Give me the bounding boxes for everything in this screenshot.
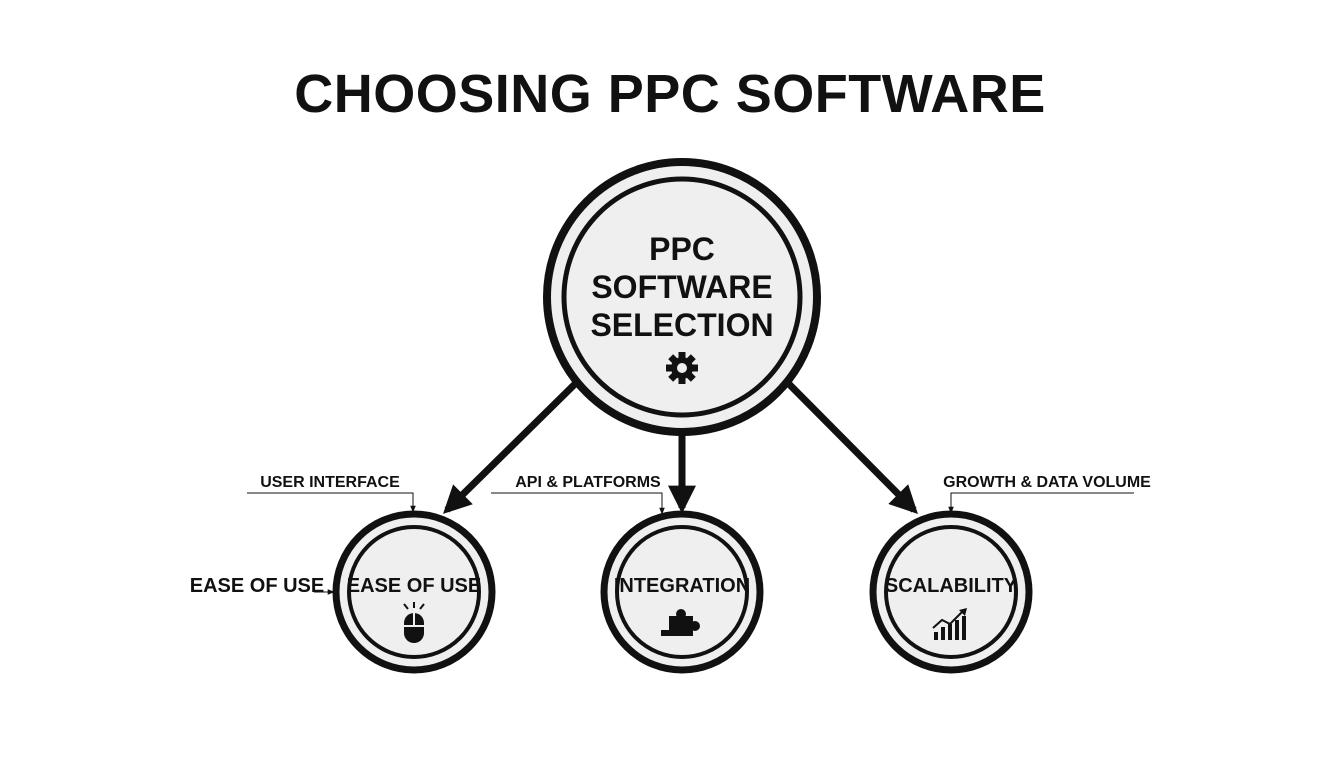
connectors	[443, 379, 918, 514]
node-integration: INTEGRATION	[600, 510, 764, 674]
center-label-line-1: PPC	[649, 231, 715, 267]
puzzle-icon	[661, 609, 700, 636]
center-node: PPC SOFTWARE SELECTION	[543, 158, 821, 436]
center-label-line-3: SELECTION	[590, 307, 773, 343]
annotation-ease-of-use: EASE OF USE	[190, 575, 335, 597]
node-ease-of-use: EASE OF USE	[332, 510, 496, 674]
node-label-integration: INTEGRATION	[614, 575, 750, 597]
annotation-growth-data-volume-label: GROWTH & DATA VOLUME	[943, 474, 1151, 491]
annotation-user-interface: USER INTERFACE	[247, 474, 416, 513]
connector-ease-of-use	[443, 379, 580, 514]
annotation-user-interface-label: USER INTERFACE	[260, 474, 400, 491]
mouse-icon	[403, 602, 425, 643]
node-label-scalability: SCALABILITY	[885, 575, 1018, 597]
node-scalability: SCALABILITY	[869, 510, 1033, 674]
annotation-api-platforms-label: API & PLATFORMS	[515, 474, 661, 491]
annotation-api-platforms: API & PLATFORMS	[491, 474, 665, 515]
connector-scalability	[784, 379, 918, 514]
node-label-ease-of-use: EASE OF USE	[347, 575, 481, 597]
annotation-ease-of-use-label: EASE OF USE	[190, 575, 324, 597]
center-label-line-2: SOFTWARE	[591, 269, 772, 305]
annotation-growth-data-volume: GROWTH & DATA VOLUME	[943, 474, 1151, 514]
gear-icon	[666, 352, 698, 384]
diagram-title: CHOOSING PPC SOFTWARE	[294, 64, 1046, 124]
bar-chart-icon	[932, 608, 967, 640]
